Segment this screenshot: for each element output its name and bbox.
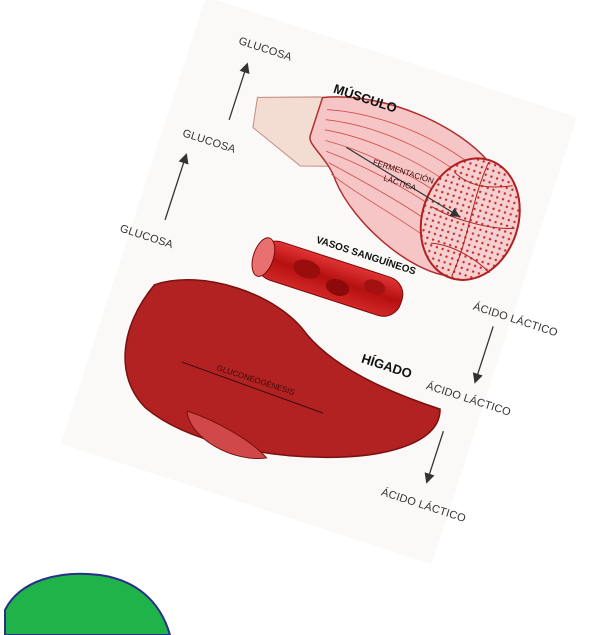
green-blob-shape bbox=[5, 574, 170, 635]
diagram-card: FERMENTACIÓN LÁCTICA MÚSCULO VASOS SANGU… bbox=[51, 0, 610, 579]
